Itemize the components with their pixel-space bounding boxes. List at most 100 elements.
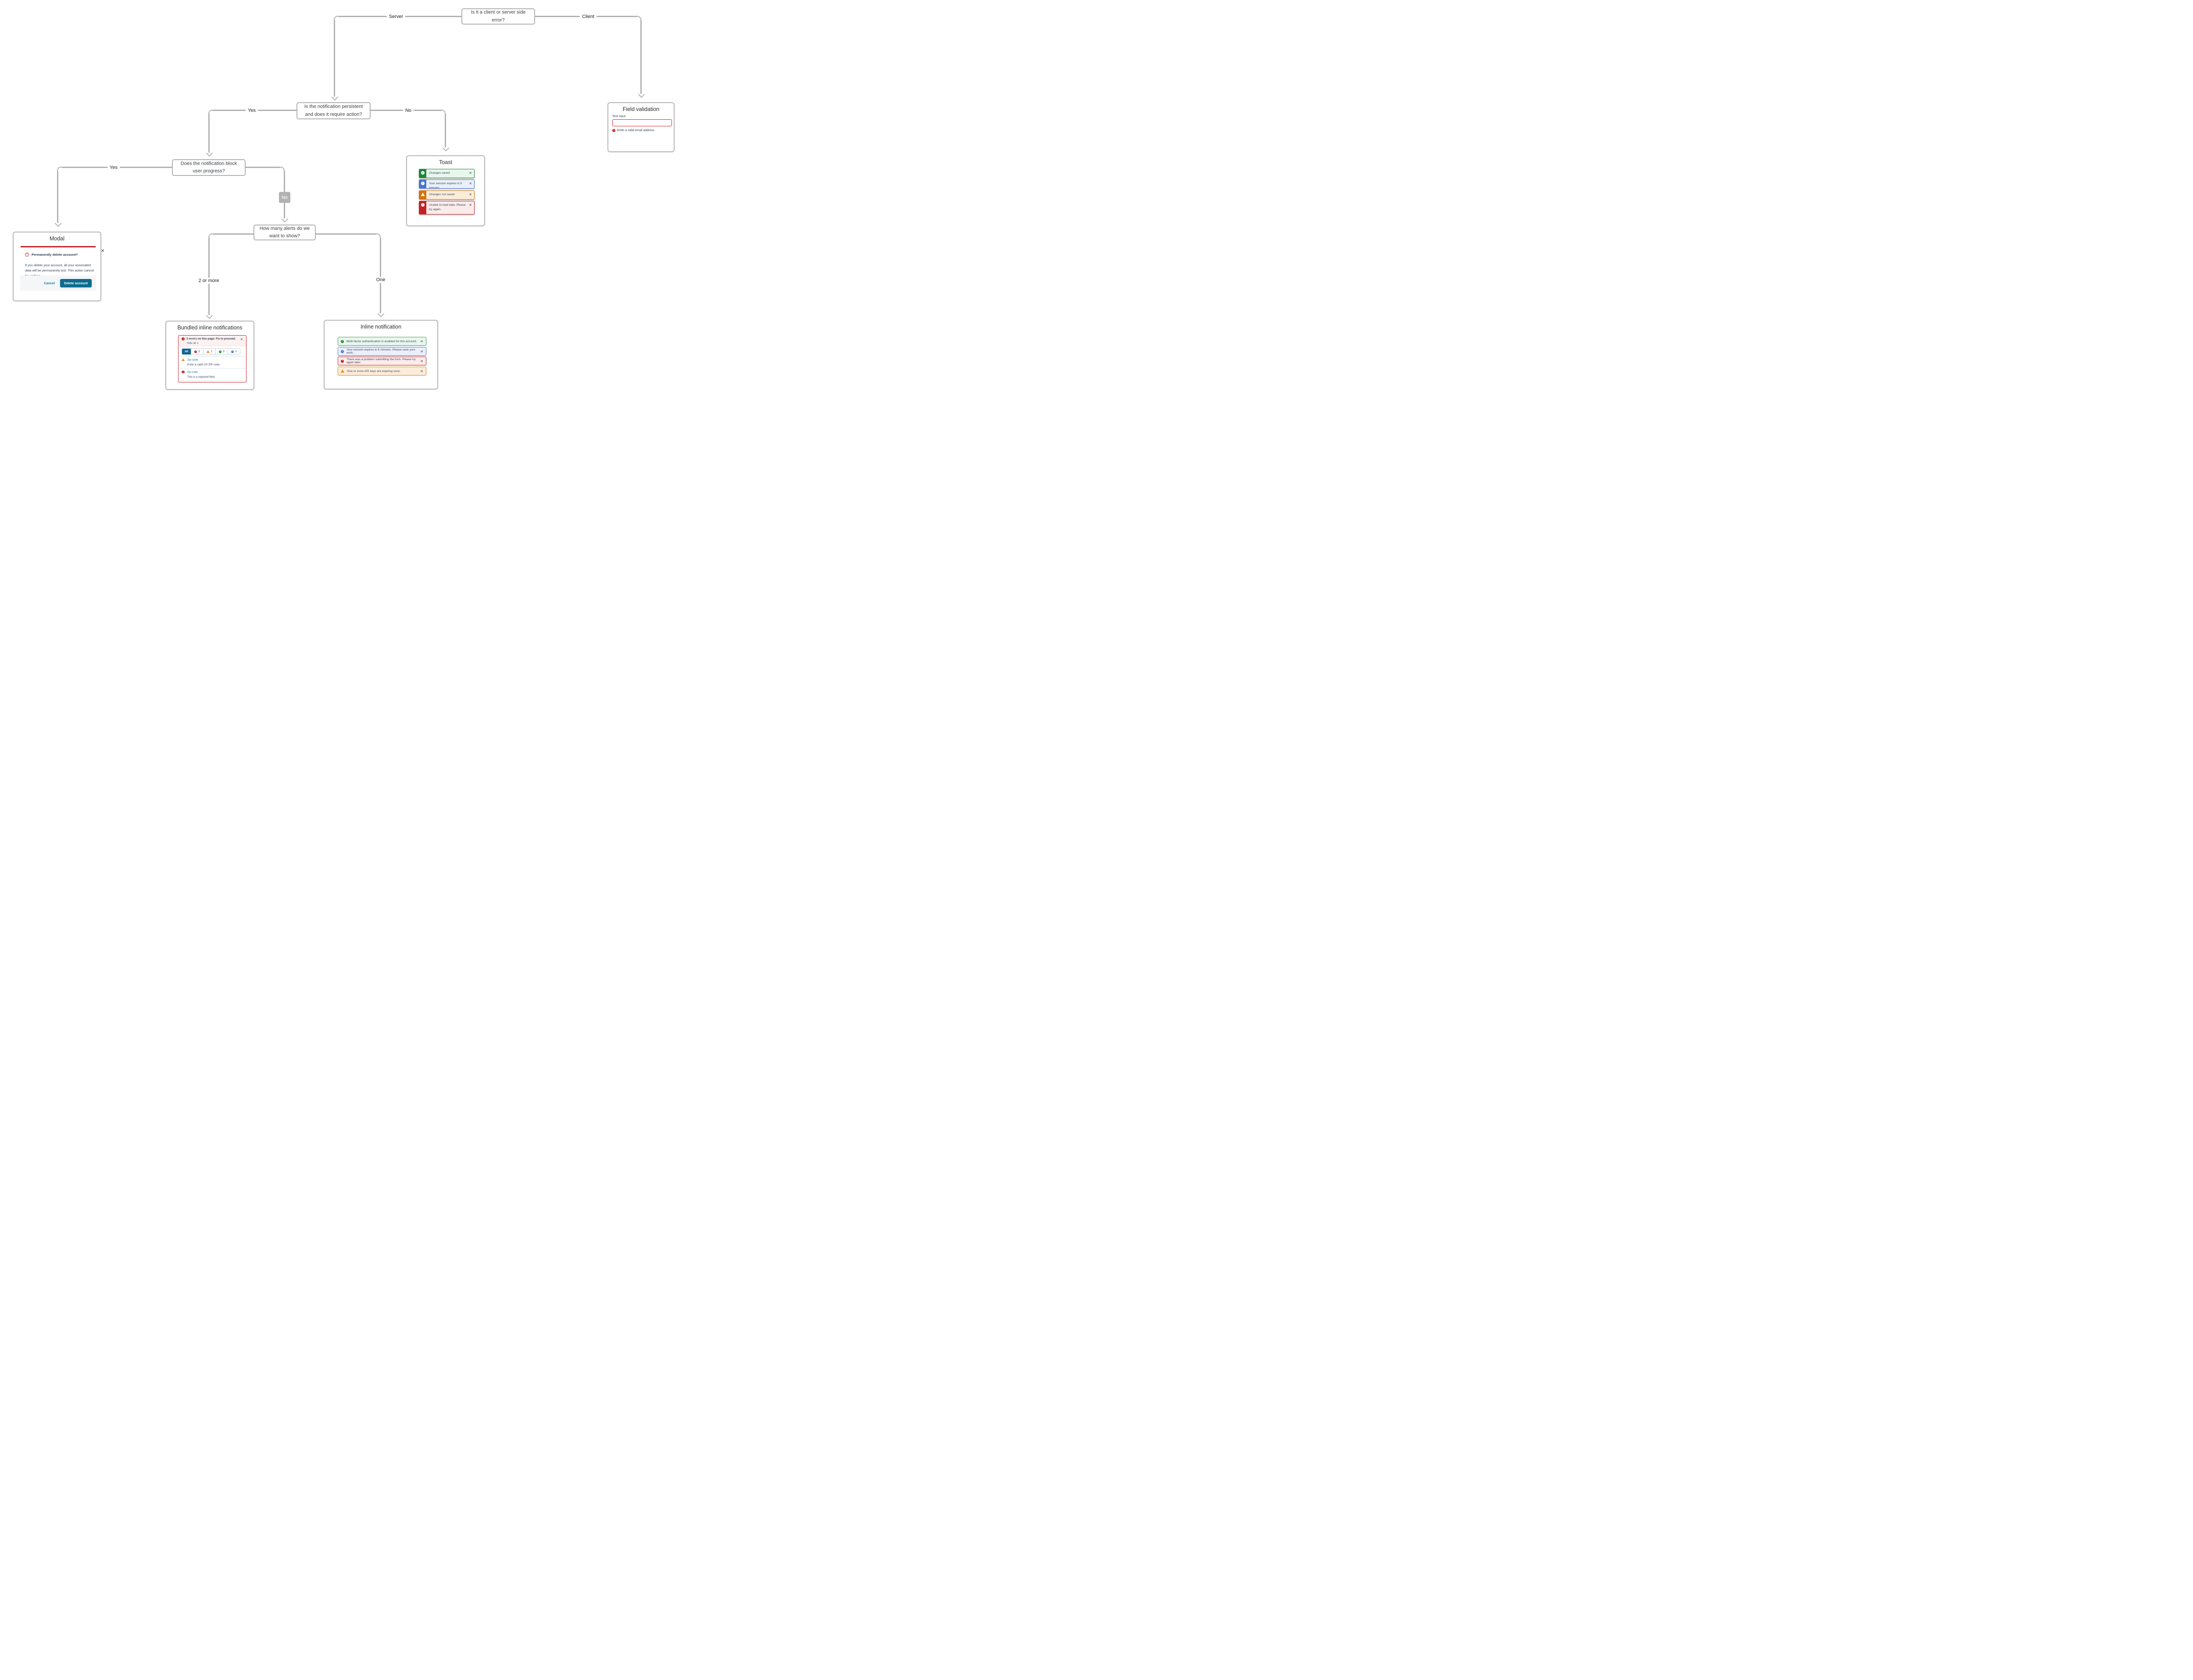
connector-corner [334, 16, 339, 21]
alert-message: There was a problem submitting the form.… [346, 358, 416, 364]
caret-up-icon: ∧ [196, 342, 199, 345]
inline-card-title: Inline notification [360, 324, 402, 330]
inline-notification-card: Inline notification ✓ Multi-factor authe… [324, 320, 438, 390]
question-text: Does the notification block user progres… [180, 161, 237, 174]
close-icon[interactable]: ✕ [420, 349, 423, 354]
toast-card: Toast ✓ Changes saved ✕ i Your session e… [406, 155, 485, 226]
close-icon[interactable]: ✕ [420, 359, 423, 363]
connector-corner [376, 233, 381, 238]
edge-label-yes-1: Yes [246, 107, 258, 114]
info-circle-icon: i [341, 350, 344, 353]
connector-corner [57, 167, 62, 172]
connector [334, 20, 335, 97]
alert-error: ! There was a problem submitting the for… [338, 357, 426, 365]
row-title-link[interactable]: Zip code [187, 370, 198, 374]
edge-label-yes-2: Yes [107, 164, 120, 171]
connector [316, 233, 376, 235]
edge-label-no-1: No [403, 107, 414, 114]
connector-corner [280, 167, 285, 172]
question-text: Is it a client or server side error? [471, 10, 526, 23]
modal-card: Modal ✕ ! Permanently delete account? If… [13, 232, 105, 301]
close-icon[interactable]: ✕ [469, 193, 472, 197]
close-icon[interactable]: ✕ [469, 171, 472, 175]
error-circle-icon: ! [182, 337, 185, 340]
arrowhead-icon [377, 310, 385, 318]
question-block-progress: Does the notification block user progres… [172, 159, 246, 176]
bundled-notifications-card: Bundled inline notifications ! 3 errors … [165, 321, 254, 390]
tab-all[interactable]: All [182, 349, 191, 354]
warning-triangle-icon: ! [341, 369, 344, 373]
arrowhead-icon [638, 91, 645, 98]
bundled-row-error: ! Zip code This is a required field. [179, 368, 246, 381]
field-error-row: ! Enter a valid email address. [612, 129, 655, 132]
field-error-text: Enter a valid email address. [617, 129, 655, 132]
toast-message: Changes saved [429, 172, 450, 175]
toast-card-title: Toast [439, 159, 452, 165]
error-ring-icon: ! [25, 253, 29, 257]
error-circle-icon: ! [612, 129, 615, 132]
text-input-label: Text input [612, 115, 625, 118]
close-icon[interactable]: ✕ [469, 182, 472, 186]
modal-heading-row: ! Permanently delete account? [25, 253, 78, 257]
connector [213, 233, 254, 235]
tab-count: 3 [198, 350, 200, 353]
tab-successes[interactable]: ✓ 3 [215, 349, 228, 354]
error-circle-icon: ! [182, 370, 185, 374]
check-circle-icon: ✓ [219, 350, 222, 353]
tab-errors[interactable]: ! 3 [191, 349, 203, 354]
bundled-card-title: Bundled inline notifications [177, 325, 243, 331]
tab-count: 2 [211, 350, 213, 353]
alert-warning: ! One or more API keys are expiring soon… [338, 367, 426, 375]
connector [380, 238, 381, 313]
tab-infos[interactable]: i 2 [228, 349, 240, 354]
info-circle-icon: i [421, 182, 425, 185]
cancel-button[interactable]: Cancel [44, 281, 55, 285]
arrowhead-icon [281, 215, 289, 223]
question-persistent: Is the notification persistent and does … [296, 102, 371, 119]
question-how-many: How many alerts do we want to show? [254, 225, 316, 240]
check-circle-icon: ✓ [341, 340, 344, 343]
toast-info: i Your session expires in 5 minutes. ✕ [419, 179, 475, 189]
close-icon[interactable]: ✕ [101, 249, 105, 254]
toast-warning: ! Changes not saved ✕ [419, 190, 475, 200]
arrowhead-icon [206, 150, 213, 157]
arrowhead-icon [206, 312, 213, 319]
bundled-panel: ! 3 errors on this page: Fix to proceed.… [178, 335, 246, 382]
close-icon[interactable]: ✕ [469, 203, 472, 207]
error-circle-icon: ! [421, 203, 425, 207]
edge-label-one: One [374, 277, 388, 283]
alert-message: Multi-factor authentication is enabled f… [346, 340, 417, 343]
delete-account-button[interactable]: Delete account [60, 279, 92, 287]
bundled-row-warning: ! Zip code Enter a valid US ZIP code. [179, 356, 246, 368]
connector-corner [636, 16, 641, 21]
row-title-link[interactable]: Zip code [187, 358, 198, 361]
connector-corner [208, 110, 213, 114]
info-circle-icon: i [231, 350, 234, 353]
question-text: Is the notification persistent and does … [304, 104, 363, 117]
hide-all-toggle[interactable]: Hide all ∧ [187, 342, 199, 345]
connector [208, 114, 210, 153]
bundled-row-success: ✓ Contact form validation successfully c… [179, 380, 246, 382]
field-validation-card-title: Field validation [622, 106, 660, 112]
warning-triangle-icon: ! [206, 350, 210, 353]
tab-warnings[interactable]: ! 2 [203, 349, 215, 354]
close-icon[interactable]: ✕ [420, 339, 423, 343]
field-validation-card: Field validation Text input ! Enter a va… [607, 102, 675, 152]
close-icon[interactable]: ✕ [420, 369, 423, 373]
bundled-header-text: 3 errors on this page: Fix to proceed. [186, 337, 236, 340]
toast-message: Unable to load data. Please try again. [429, 204, 466, 211]
alert-success: ✓ Multi-factor authentication is enabled… [338, 337, 426, 346]
alert-info: i Your session expires in 5 minutes. Ple… [338, 347, 426, 356]
connector [246, 167, 280, 168]
edge-label-2-or-more: 2 or more [196, 278, 221, 284]
question-text: How many alerts do we want to show? [259, 225, 310, 239]
modal-card-title: Modal [49, 236, 65, 242]
close-icon[interactable]: ✕ [240, 337, 243, 341]
warning-triangle-icon: ! [421, 193, 425, 196]
error-circle-icon: ! [341, 359, 344, 363]
row-description: This is a required field. [187, 375, 215, 379]
email-input[interactable] [612, 119, 672, 126]
connector [640, 20, 642, 94]
severity-filter-tabs: All ! 3 ! 2 ✓ 3 i 2 [182, 348, 240, 355]
error-circle-icon: ! [194, 350, 197, 353]
